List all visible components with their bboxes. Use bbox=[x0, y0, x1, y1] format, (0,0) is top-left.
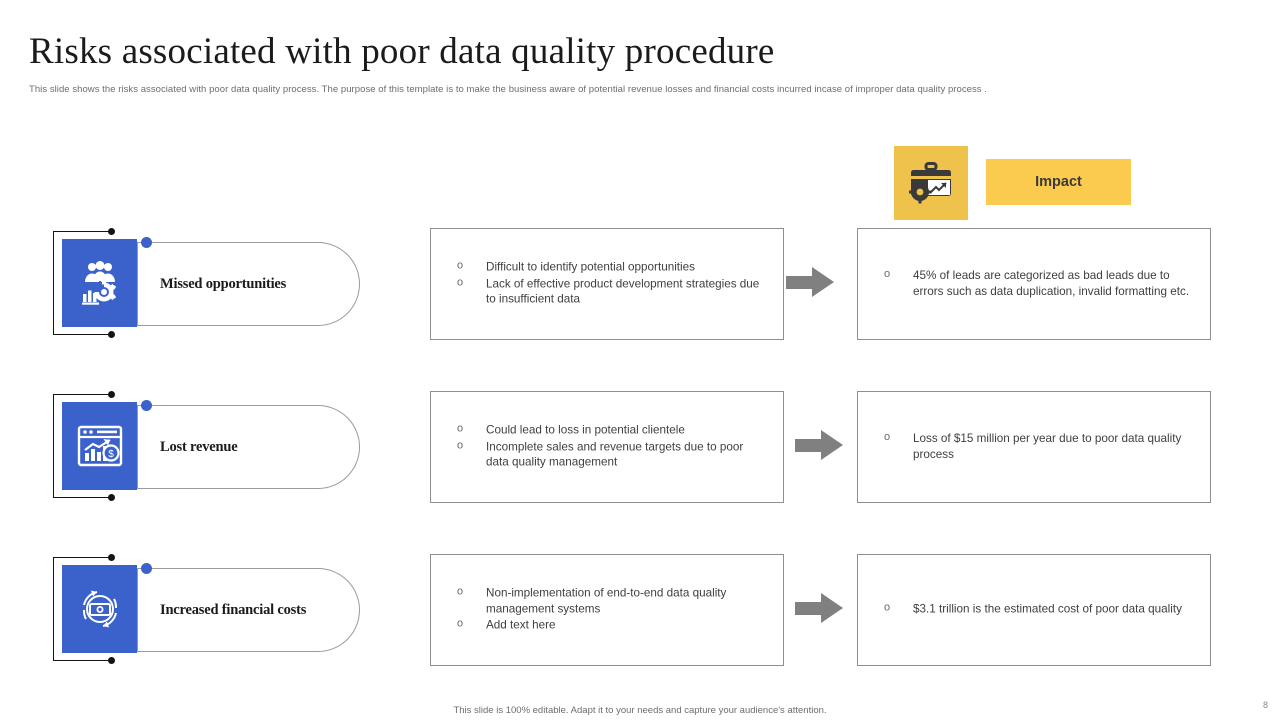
flow-arrow-icon bbox=[786, 267, 834, 297]
list-item: 45% of leads are categorized as bad lead… bbox=[884, 267, 1196, 299]
risk-label-2: Lost revenue bbox=[160, 438, 238, 455]
footer-note: This slide is 100% editable. Adapt it to… bbox=[453, 705, 827, 716]
risk-detail-box-1: Difficult to identify potential opportun… bbox=[430, 228, 784, 340]
risk-row-1: Missed opportunities Difficult to identi… bbox=[0, 223, 1280, 343]
list-item: Lack of effective product development st… bbox=[457, 275, 769, 307]
row-bracket bbox=[53, 391, 115, 501]
people-gear-chart-icon bbox=[62, 239, 137, 327]
flow-arrow-icon bbox=[795, 430, 843, 460]
impact-label: Impact bbox=[1035, 174, 1082, 190]
impact-label-bar: Impact bbox=[986, 159, 1131, 205]
list-item: Non-implementation of end-to-end data qu… bbox=[457, 585, 769, 617]
browser-chart-dollar-icon: $ bbox=[62, 402, 137, 490]
pill-accent-dot bbox=[141, 563, 152, 574]
risk-row-2: $ Lost revenue Could lead to loss in pot… bbox=[0, 386, 1280, 506]
list-item: Could lead to loss in potential clientel… bbox=[457, 422, 769, 439]
risk-detail-box-3: Non-implementation of end-to-end data qu… bbox=[430, 554, 784, 666]
page-subtitle: This slide shows the risks associated wi… bbox=[29, 84, 987, 95]
page-title: Risks associated with poor data quality … bbox=[29, 31, 775, 72]
impact-detail-box-2: Loss of $15 million per year due to poor… bbox=[857, 391, 1211, 503]
risk-detail-box-2: Could lead to loss in potential clientel… bbox=[430, 391, 784, 503]
flow-arrow-icon bbox=[795, 593, 843, 623]
row-bracket bbox=[53, 554, 115, 664]
list-item: Add text here bbox=[457, 617, 769, 634]
list-item: Incomplete sales and revenue targets due… bbox=[457, 438, 769, 470]
risk-label-1: Missed opportunities bbox=[160, 275, 287, 292]
money-cycle-icon bbox=[62, 565, 137, 653]
impact-detail-box-3: $3.1 trillion is the estimated cost of p… bbox=[857, 554, 1211, 666]
row-bracket bbox=[53, 228, 115, 338]
list-item: $3.1 trillion is the estimated cost of p… bbox=[884, 601, 1196, 618]
risk-label-pill-2[interactable]: Lost revenue bbox=[137, 405, 360, 489]
pill-accent-dot bbox=[141, 237, 152, 248]
briefcase-gear-chart-icon bbox=[894, 146, 968, 220]
page-number: 8 bbox=[1262, 700, 1268, 710]
pill-accent-dot bbox=[141, 400, 152, 411]
risk-label-pill-3[interactable]: Increased financial costs bbox=[137, 568, 360, 652]
list-item: Loss of $15 million per year due to poor… bbox=[884, 430, 1196, 462]
risk-label-3: Increased financial costs bbox=[160, 601, 307, 618]
list-item: Difficult to identify potential opportun… bbox=[457, 259, 769, 276]
risk-row-3: Increased financial costs Non-implementa… bbox=[0, 549, 1280, 669]
svg-text:$: $ bbox=[108, 449, 114, 460]
impact-detail-box-1: 45% of leads are categorized as bad lead… bbox=[857, 228, 1211, 340]
risk-label-pill-1[interactable]: Missed opportunities bbox=[137, 242, 360, 326]
